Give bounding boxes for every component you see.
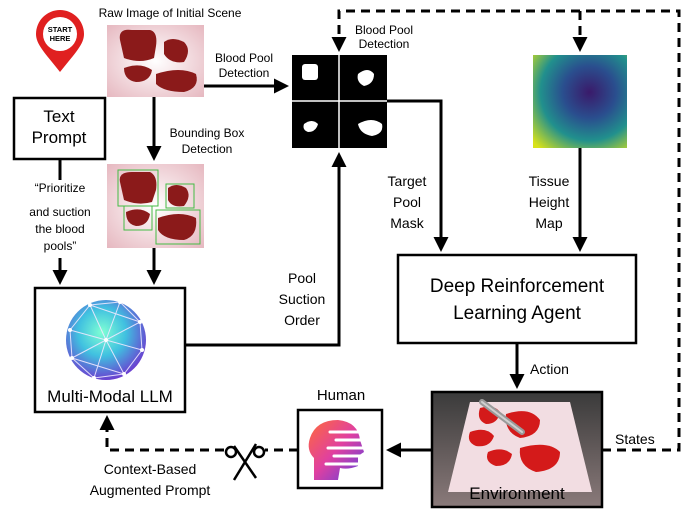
context-prompt-label-2: Augmented Prompt [90, 482, 211, 498]
mask-number-3: 3 [343, 66, 350, 81]
tissue-height-map-label-2: Height [529, 194, 570, 210]
drl-agent-box: Deep Reinforcement Learning Agent [396, 253, 638, 345]
target-pool-mask-label-2: Pool [393, 194, 421, 210]
target-pool-mask-label-3: Mask [390, 215, 424, 231]
tissue-height-map-image [533, 55, 627, 148]
svg-text:pools”: pools” [44, 239, 77, 253]
prompt-quote: “Prioritize and suction the blood pools” [29, 181, 90, 253]
environment-image: Environment [430, 390, 604, 509]
context-prompt-label-1: Context-Based [104, 461, 197, 477]
blood-pool-detection-label-b2: Detection [359, 37, 410, 51]
text-prompt-line1: Text [43, 107, 74, 126]
action-label: Action [530, 361, 569, 377]
tissue-height-map-label-3: Map [535, 215, 562, 231]
environment-label: Environment [469, 484, 565, 503]
raw-scene-image [107, 25, 204, 97]
llm-box: Multi-Modal LLM [33, 286, 187, 414]
svg-text:the blood: the blood [35, 222, 84, 236]
llm-label: Multi-Modal LLM [47, 387, 173, 406]
dashed-feedback-arrows [99, 9, 681, 452]
start-pin-line1: START [48, 25, 73, 34]
scissors-icon [224, 443, 266, 481]
mask-number-4: 4 [298, 106, 305, 121]
blood-pool-detection-label-a1: Blood Pool [215, 51, 273, 65]
bounding-box-detection-label-1: Bounding Box [170, 126, 245, 140]
pool-suction-order-label-2: Suction [279, 291, 326, 307]
svg-text:“Prioritize: “Prioritize [35, 181, 86, 195]
start-pin-icon: START HERE [36, 10, 84, 72]
blood-pool-detection-label-b1: Blood Pool [355, 23, 413, 37]
llm-sphere-icon [66, 300, 146, 380]
drl-agent-line2: Learning Agent [453, 303, 582, 324]
drl-agent-line1: Deep Reinforcement [430, 276, 605, 297]
start-pin-line2: HERE [50, 34, 71, 43]
bounding-box-detection-label-2: Detection [182, 142, 233, 156]
text-prompt-box: Text Prompt [12, 96, 107, 161]
human-label: Human [317, 387, 365, 404]
blood-pool-mask-image: 1 3 4 2 [292, 55, 387, 148]
raw-image-label: Raw Image of Initial Scene [99, 6, 242, 20]
pool-suction-order-label-1: Pool [288, 270, 316, 286]
svg-text:and suction: and suction [29, 205, 90, 219]
states-label: States [615, 431, 655, 447]
target-pool-mask-label-1: Target [388, 173, 427, 189]
connector-arrows [52, 78, 588, 458]
mask-number-1: 1 [326, 66, 333, 81]
text-prompt-line2: Prompt [32, 128, 87, 147]
bounding-box-image [107, 164, 204, 248]
pool-suction-order-label-3: Order [284, 312, 320, 328]
human-head-icon [296, 408, 384, 490]
tissue-height-map-label-1: Tissue [529, 173, 570, 189]
blood-pool-detection-label-a2: Detection [219, 66, 270, 80]
mask-number-2: 2 [343, 108, 350, 123]
